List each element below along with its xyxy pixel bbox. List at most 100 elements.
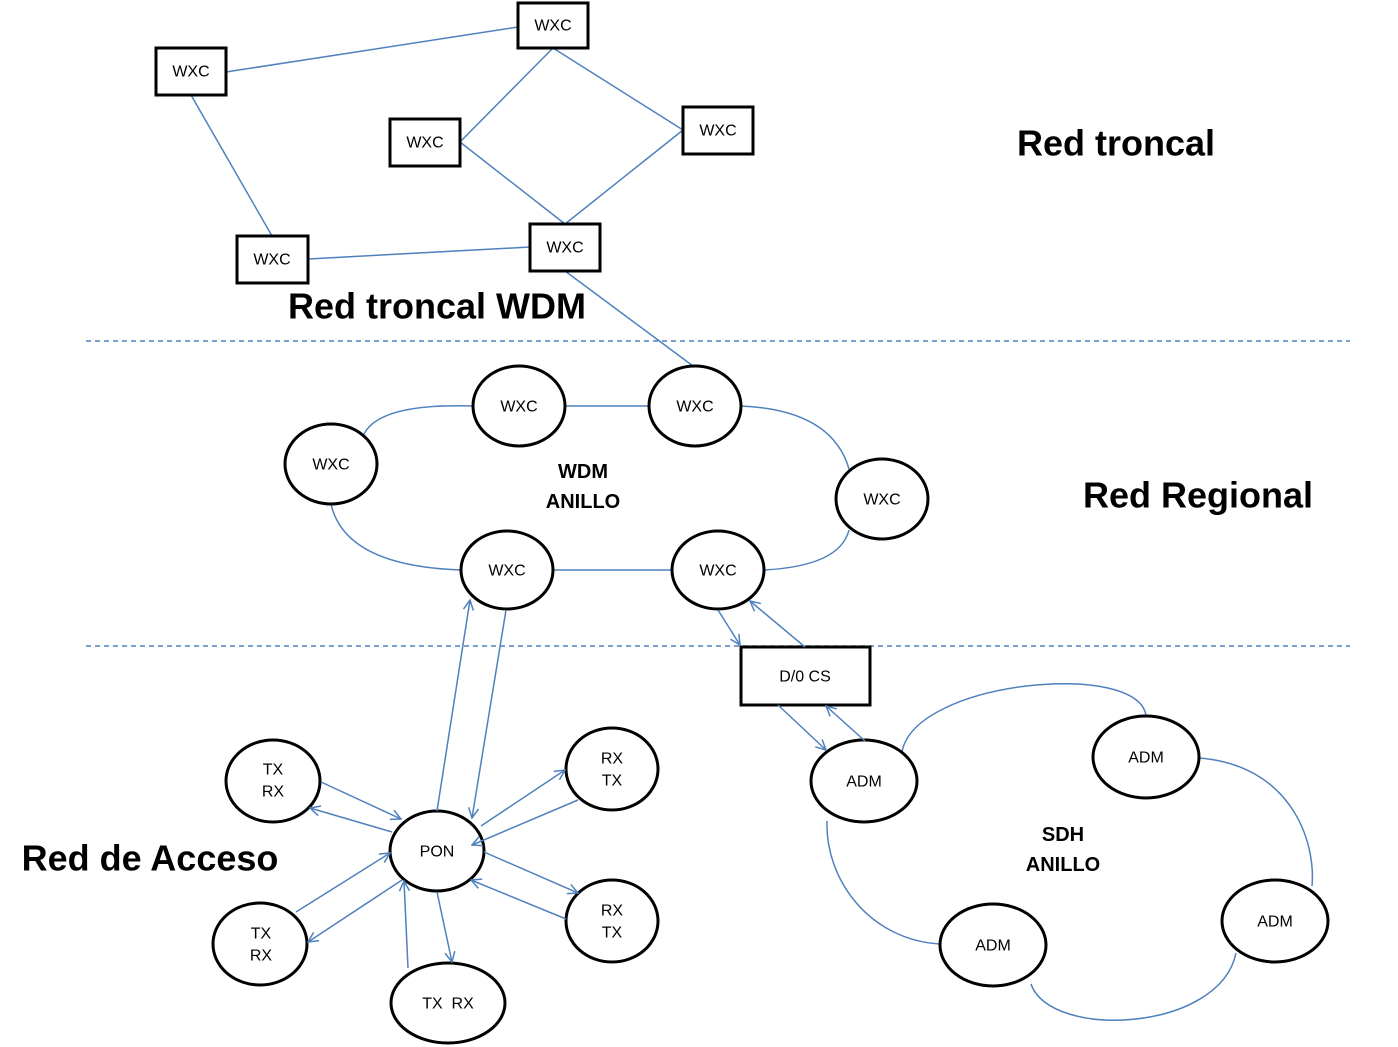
terminal-1: TX RX [224, 738, 322, 824]
backbone-link-3-6 [459, 141, 566, 225]
terminal-2: TX RX [211, 901, 309, 987]
arrow-wxc-to-dcs [717, 609, 740, 645]
dcs-node: D/0 CS [739, 645, 872, 707]
wxc-label: WXC [699, 123, 736, 140]
backbone-node-6: WXC [528, 222, 602, 273]
terminal-5: RX TX [564, 878, 660, 964]
backbone-link-4-6 [564, 129, 684, 225]
wxc-box [235, 234, 310, 285]
backbone-node-1: WXC [154, 46, 228, 97]
arrow-pon-to-terminal-1 [310, 808, 393, 833]
wxc-label: WXC [534, 18, 571, 35]
wxc-box [516, 1, 590, 50]
wdm-ring-link-6 [330, 503, 462, 571]
wxc-box [681, 105, 755, 156]
regional-node-1: WXC [471, 364, 567, 448]
backbone-link-1-5 [190, 94, 273, 237]
regional-node-5: WXC [459, 529, 555, 611]
backbone-node-2: WXC [516, 1, 590, 50]
wdm-ring-link-1 [363, 404, 474, 435]
sdh-node-2: ADM [1091, 714, 1201, 800]
terminal-label-line1: TX [251, 926, 272, 943]
sdh-ring-link-2 [1198, 757, 1314, 887]
pon-node: PON [388, 809, 486, 893]
adm-circle [1091, 714, 1201, 800]
terminal-label-line2: RX [250, 948, 273, 965]
arrow-terminal-2-to-pon [295, 853, 390, 913]
arrow-wxc-to-pon [472, 609, 507, 818]
sdh-ring-label-line2: ANILLO [1026, 854, 1100, 876]
sdh-ring-link-3 [1030, 952, 1237, 1021]
wxc-circle [670, 529, 766, 611]
wxc-circle [834, 457, 930, 541]
wxc-label: WXC [699, 563, 736, 580]
wxc-label: WXC [172, 64, 209, 81]
wxc-circle [283, 422, 379, 506]
arrow-pon-to-terminal-2 [308, 879, 403, 942]
access-section: PON TX RX TX RX TX RX RX TX RX TX D [22, 645, 872, 1045]
terminal-label-line2: TX [602, 925, 623, 942]
adm-circle [1220, 878, 1330, 964]
adm-label: ADM [1128, 750, 1164, 767]
adm-label: ADM [846, 774, 882, 791]
wdm-ring-links [330, 404, 850, 571]
sdh-ring-link-4 [826, 820, 941, 945]
terminal-label-line2: TX [602, 773, 623, 790]
backbone-wdm-title: Red troncal WDM [288, 286, 586, 327]
backbone-link-5-6 [307, 246, 531, 260]
terminal-circle [211, 901, 309, 987]
wxc-box [388, 117, 462, 168]
wxc-label: WXC [253, 252, 290, 269]
terminal-3: TX RX [389, 961, 507, 1045]
arrow-terminal-3-to-pon [404, 881, 408, 969]
access-title: Red de Acceso [22, 838, 279, 879]
backbone-link-2-4 [552, 47, 684, 131]
terminal-label-line1: TX RX [422, 996, 474, 1013]
arrow-dcs-to-wxc [750, 601, 806, 648]
regional-section: WXC WXC WXC WXC WXC WXC WDM ANILLO Red R… [283, 364, 1313, 611]
regional-title: Red Regional [1083, 475, 1313, 516]
backbone-links [190, 26, 694, 367]
sdh-node-4: ADM [938, 902, 1048, 988]
sdh-node-1: ADM [809, 738, 919, 824]
backbone-section: WXC WXC WXC WXC WXC WXC Red troncal Red … [154, 1, 1215, 367]
adm-circle [938, 902, 1048, 988]
wxc-label: WXC [500, 399, 537, 416]
terminal-circle [224, 738, 322, 824]
terminal-4: RX TX [564, 726, 660, 812]
wdm-ring-label-line1: WDM [558, 461, 608, 483]
wxc-circle [647, 364, 743, 448]
wxc-label: WXC [676, 399, 713, 416]
access-arrows [295, 600, 866, 969]
sdh-ring-links [826, 683, 1314, 1021]
backbone-link-2-3 [459, 47, 554, 143]
regional-node-6: WXC [670, 529, 766, 611]
sdh-ring-link-1 [901, 683, 1147, 753]
arrow-terminal-5-to-pon [471, 880, 567, 920]
sdh-node-3: ADM [1220, 878, 1330, 964]
backbone-node-5: WXC [235, 234, 310, 285]
wxc-circle [459, 529, 555, 611]
regional-node-3: WXC [283, 422, 379, 506]
wxc-label: WXC [406, 135, 443, 152]
arrow-pon-to-terminal-4 [480, 770, 565, 827]
sdh-section: ADM ADM ADM ADM SDH ANILLO [809, 683, 1330, 1021]
terminal-circle [564, 878, 660, 964]
arrow-pon-to-terminal-3 [436, 891, 452, 962]
dcs-label: D/0 CS [779, 669, 831, 686]
wxc-circle [471, 364, 567, 448]
wdm-ring-link-4 [763, 529, 850, 571]
terminal-label-line2: RX [262, 784, 285, 801]
terminal-label-line1: RX [601, 751, 624, 768]
backbone-node-3: WXC [388, 117, 462, 168]
wxc-label: WXC [488, 563, 525, 580]
terminal-circle [564, 726, 660, 812]
terminal-label-line1: RX [601, 903, 624, 920]
regional-node-4: WXC [834, 457, 930, 541]
sdh-ring-label-line1: SDH [1042, 824, 1084, 846]
arrow-adm-to-dcs [826, 706, 866, 742]
pon-label: PON [420, 844, 455, 861]
wxc-label: WXC [863, 492, 900, 509]
regional-node-2: WXC [647, 364, 743, 448]
